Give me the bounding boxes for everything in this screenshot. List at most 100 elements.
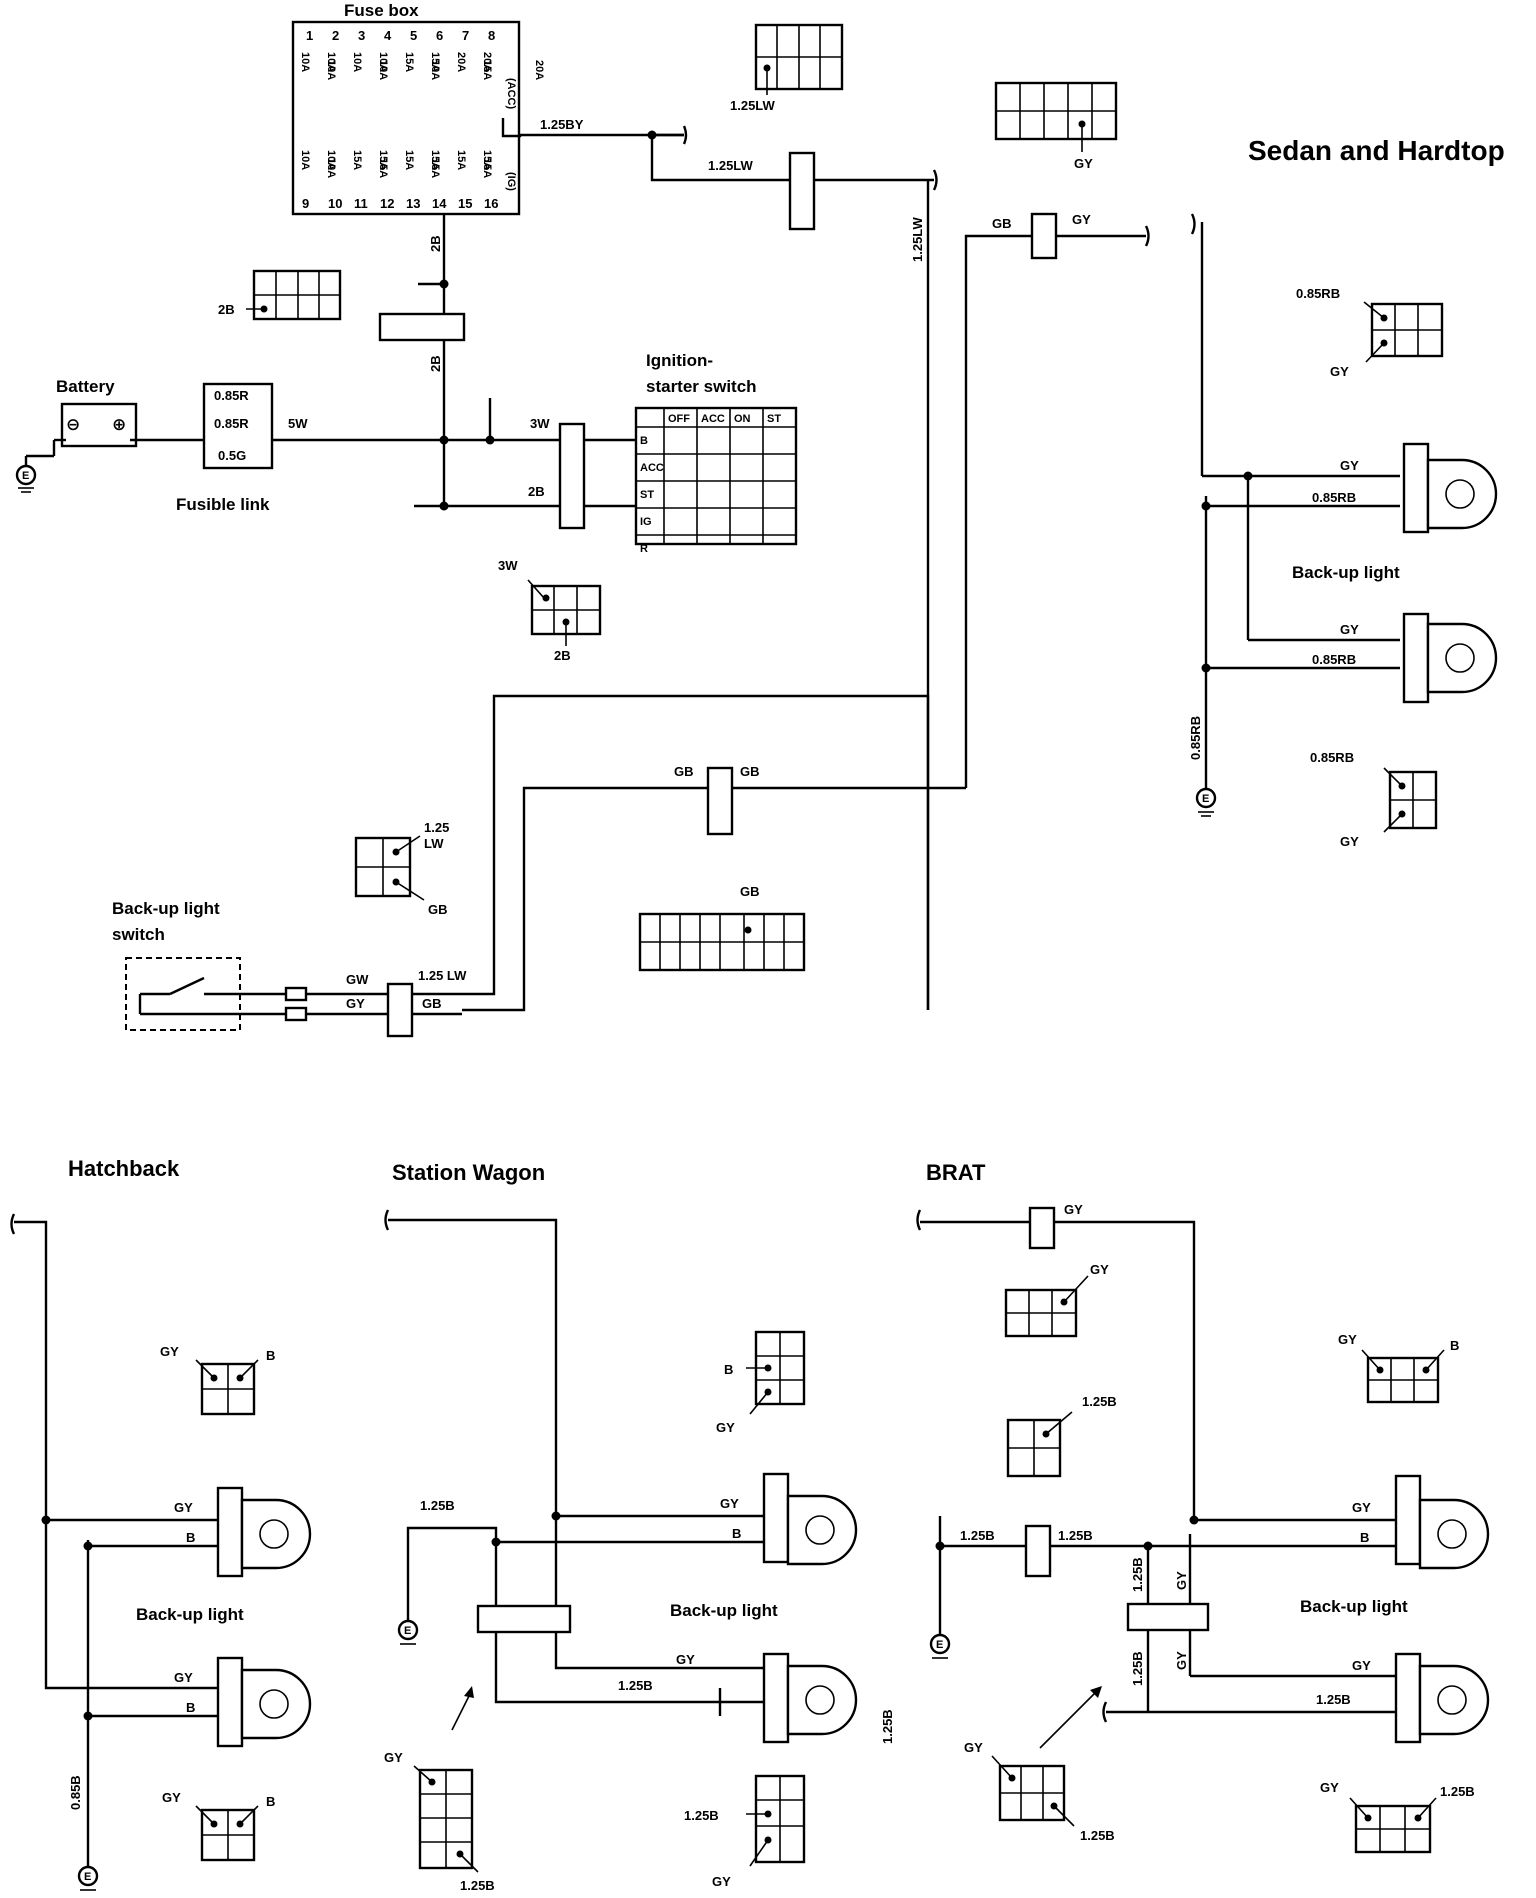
label-gy2: GY: [162, 1790, 181, 1805]
connector-wagon-1: B GY: [716, 1330, 806, 1435]
fuse-box-outline: [291, 20, 521, 216]
wire-lw: [462, 694, 930, 1010]
lamp-bulb: [1418, 1498, 1490, 1570]
terminal: [284, 986, 308, 1002]
fuse-number: 6: [436, 28, 443, 43]
lamp-socket: [762, 1652, 790, 1744]
backup-lamp-wagon-2: [762, 1652, 858, 1744]
battery: Battery ⊖ ⊕ E: [15, 377, 204, 493]
fuse-rating: 15A: [429, 158, 441, 178]
label-gy-light1: GY: [1340, 458, 1359, 473]
splice-dot: [83, 1711, 93, 1721]
fuse-number: 11: [354, 196, 368, 211]
lamp-bulb: [240, 1498, 312, 1570]
fuse-rating: 15A: [481, 158, 493, 178]
connector-inline-brat-3: [1126, 1602, 1210, 1632]
ignition-column: ST: [767, 413, 781, 425]
backup-lamp-sedan-1: [1402, 442, 1498, 534]
lamp-filament: [805, 1685, 835, 1715]
backup-lamp-sedan-2: [1402, 612, 1498, 704]
label-gy-sw: GY: [346, 996, 365, 1011]
ignition-label-2: starter switch: [646, 377, 757, 396]
ignition-column: ON: [734, 413, 751, 425]
fuse-number: 14: [432, 196, 447, 211]
ignition-row: IG: [640, 516, 652, 528]
connector-inline-4: [558, 422, 586, 530]
arrow-head: [1090, 1686, 1102, 1698]
label-125b-c4: 1.25B: [1440, 1784, 1475, 1799]
fuse-number: 13: [406, 196, 420, 211]
label-gb-conn: GB: [428, 902, 448, 917]
connector-break: [682, 125, 688, 145]
lamp-socket: [1394, 1652, 1422, 1744]
lamp-filament: [1445, 479, 1475, 509]
backup-light-switch: Back-up light switch GW GY 1.25 LW GB: [112, 899, 467, 1038]
pin-lead: [395, 881, 425, 901]
lamp-filament: [1437, 1685, 1467, 1715]
label-125b-a: 1.25B: [420, 1498, 455, 1513]
hatchback-section: Hatchback E 0.85B GY B GY B Back-up ligh…: [10, 1156, 312, 1891]
pin-lead: [1425, 1349, 1445, 1371]
fuse-number: 10: [328, 196, 342, 211]
fuse-rating: 15A: [455, 150, 467, 170]
fuse-rating: 10A: [299, 150, 311, 170]
label-125by: 1.25BY: [540, 117, 584, 132]
connector-inline-1: [788, 151, 816, 231]
label-gy-c2: GY: [712, 1874, 731, 1889]
connector-085rb-gy-b: 0.85RB GY: [1310, 750, 1438, 849]
label-085rb-light1: 0.85RB: [1312, 490, 1356, 505]
connector-brat-1: GY: [1004, 1262, 1109, 1338]
switch-label-2: switch: [112, 925, 165, 944]
fusible-link-body: [202, 382, 274, 470]
connector-3w: 3W 2B: [498, 558, 602, 663]
splice-dot: [485, 435, 495, 445]
gb-gy-line: GB GY: [964, 212, 1150, 788]
lamp-socket: [1402, 442, 1430, 534]
label-085rb-light2: 0.85RB: [1312, 652, 1356, 667]
pin-lead: [395, 835, 421, 853]
lamp-filament: [259, 1519, 289, 1549]
pin-lead: [239, 1805, 259, 1825]
label-gy-conn: GY: [384, 1750, 403, 1765]
pin-lead: [1349, 1797, 1369, 1819]
wire-gy: [388, 1218, 764, 1670]
backup-light-label-wagon: Back-up light: [670, 1601, 778, 1620]
wire-125lw-top: [650, 135, 934, 182]
pin: [542, 594, 550, 602]
fuse-rating: 15A: [377, 150, 389, 170]
fuse-rating: 15A: [429, 52, 441, 72]
battery-minus: ⊖: [66, 415, 80, 434]
label-b-l1: B: [186, 1530, 195, 1545]
battery-label: Battery: [56, 377, 115, 396]
label-gb-sw: GB: [422, 996, 442, 1011]
connector-inline-6: [386, 982, 414, 1038]
connector-inline-brat: [1028, 1206, 1056, 1250]
terminal: [284, 1006, 308, 1022]
label-gy-r: GY: [1338, 1332, 1357, 1347]
label-gy-b: GY: [1340, 834, 1359, 849]
fuse-number: 4: [384, 28, 392, 43]
label-125b-a: 1.25B: [960, 1528, 995, 1543]
label-gy-l1: GY: [174, 1500, 193, 1515]
lamp-socket: [216, 1656, 244, 1748]
fuse-number: 15: [458, 196, 472, 211]
lamp-socket: [1394, 1474, 1422, 1566]
fuse-rating: 10A: [325, 52, 337, 72]
splice-dot: [491, 1537, 501, 1547]
label-b-l1: B: [1360, 1530, 1369, 1545]
ground-terminal: [77, 1865, 99, 1887]
pin-lead: [1365, 342, 1385, 363]
label-3w: 3W: [530, 416, 550, 431]
connector-2b: 2B: [218, 269, 342, 321]
fuse-number: 3: [358, 28, 365, 43]
label-125-lw-sw: 1.25 LW: [418, 968, 467, 983]
fuse-rating: 20A: [455, 52, 467, 72]
pin-lead: [749, 1839, 769, 1867]
label-gy-l1: GY: [1352, 1500, 1371, 1515]
splice-dot: [1189, 1515, 1199, 1525]
splice-dot: [1201, 501, 1211, 511]
ignition-grid: [636, 408, 796, 544]
